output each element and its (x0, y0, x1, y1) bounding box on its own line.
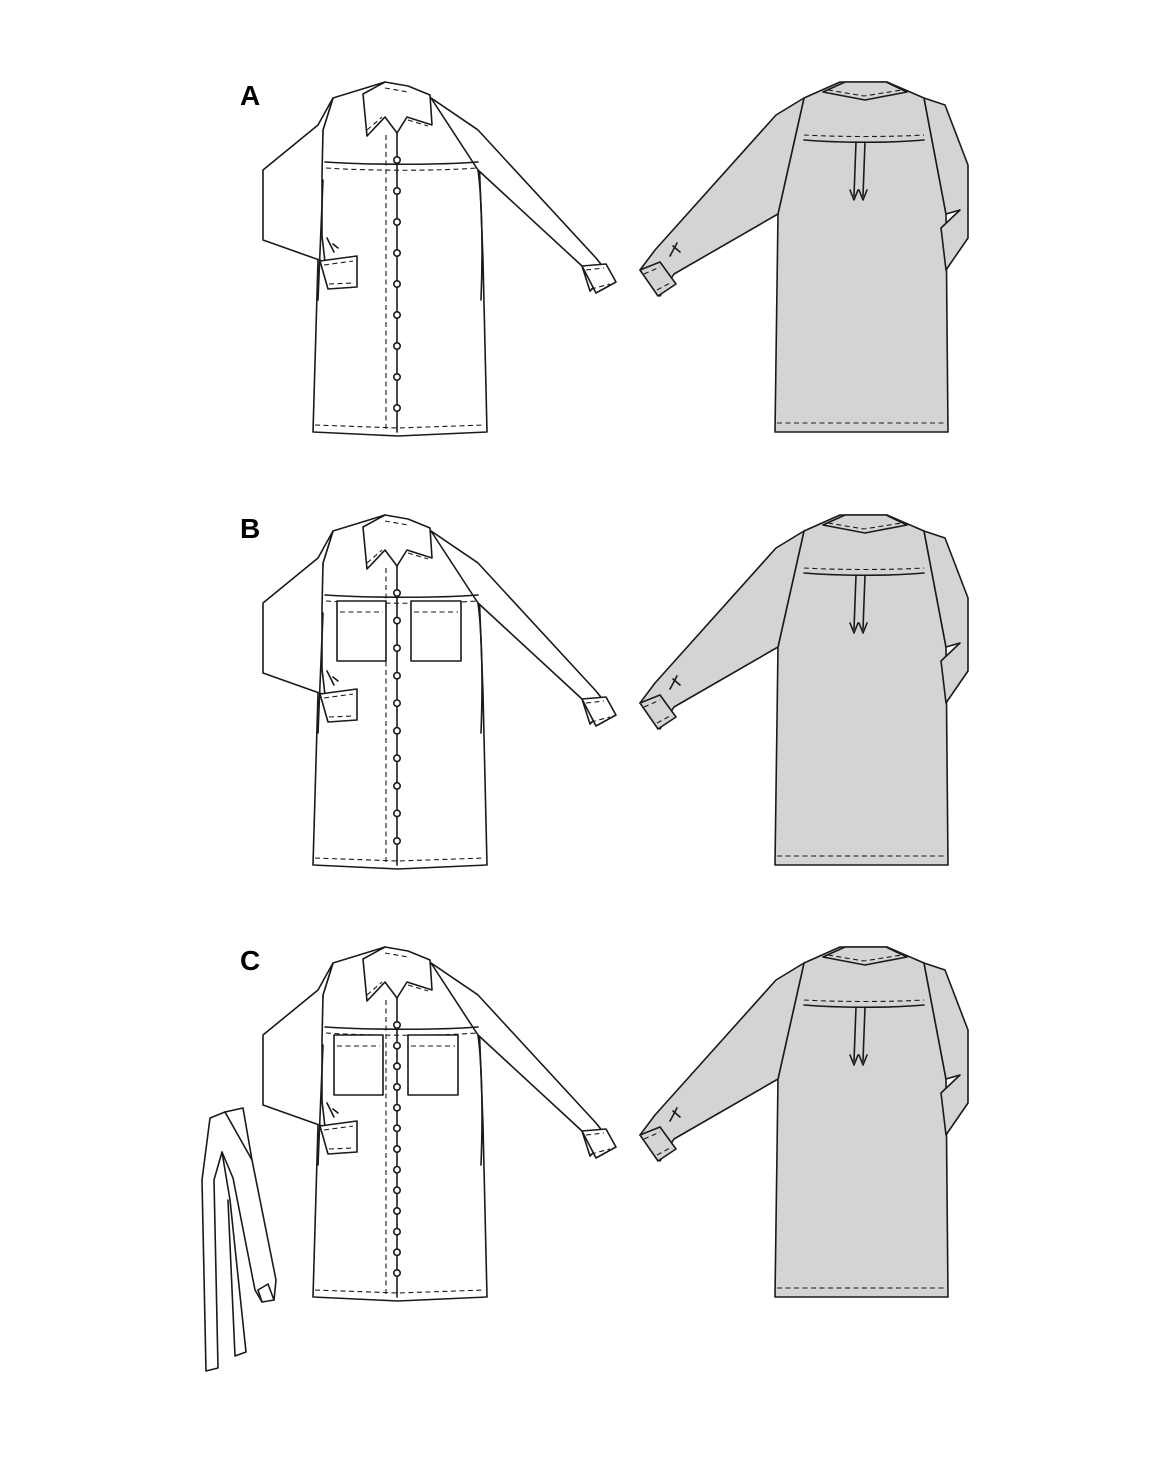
button-c-8 (392, 1165, 401, 1174)
view-label-c: C (240, 945, 260, 976)
front-view-a (262, 81, 617, 437)
button-c-3 (392, 1062, 401, 1071)
button-b-4 (392, 671, 401, 680)
button-a-8 (392, 372, 401, 381)
front-view-c (262, 946, 617, 1302)
view-label-a: A (240, 80, 260, 111)
button-c-13 (392, 1268, 401, 1277)
front-buttons-a (392, 156, 401, 412)
button-a-5 (392, 279, 401, 288)
button-c-5 (392, 1103, 401, 1112)
button-b-9 (392, 809, 401, 818)
button-a-4 (392, 249, 401, 258)
button-a-2 (392, 187, 401, 196)
front-buttons-b (392, 589, 401, 845)
back-view-a (639, 81, 969, 433)
button-c-7 (392, 1144, 401, 1153)
front-view-b (262, 514, 617, 870)
button-b-2 (392, 616, 401, 625)
front-buttons-c (392, 1021, 401, 1277)
button-b-5 (392, 699, 401, 708)
button-b-7 (392, 754, 401, 763)
back-view-c (639, 946, 969, 1298)
button-c-9 (392, 1186, 401, 1195)
button-a-6 (392, 310, 401, 319)
button-b-10 (392, 836, 401, 845)
button-c-1 (392, 1021, 401, 1030)
button-b-8 (392, 781, 401, 790)
button-c-11 (392, 1227, 401, 1236)
view-label-b: B (240, 513, 260, 544)
button-c-4 (392, 1083, 401, 1092)
button-b-1 (392, 589, 401, 598)
button-a-1 (392, 156, 401, 165)
button-b-3 (392, 644, 401, 653)
button-a-7 (392, 341, 401, 350)
button-b-6 (392, 726, 401, 735)
button-a-3 (392, 218, 401, 227)
button-a-9 (392, 403, 401, 412)
tie-belt-c (201, 1107, 277, 1372)
button-c-2 (392, 1041, 401, 1050)
button-c-12 (392, 1248, 401, 1257)
button-c-10 (392, 1206, 401, 1215)
back-view-b (639, 514, 969, 866)
button-c-6 (392, 1124, 401, 1133)
